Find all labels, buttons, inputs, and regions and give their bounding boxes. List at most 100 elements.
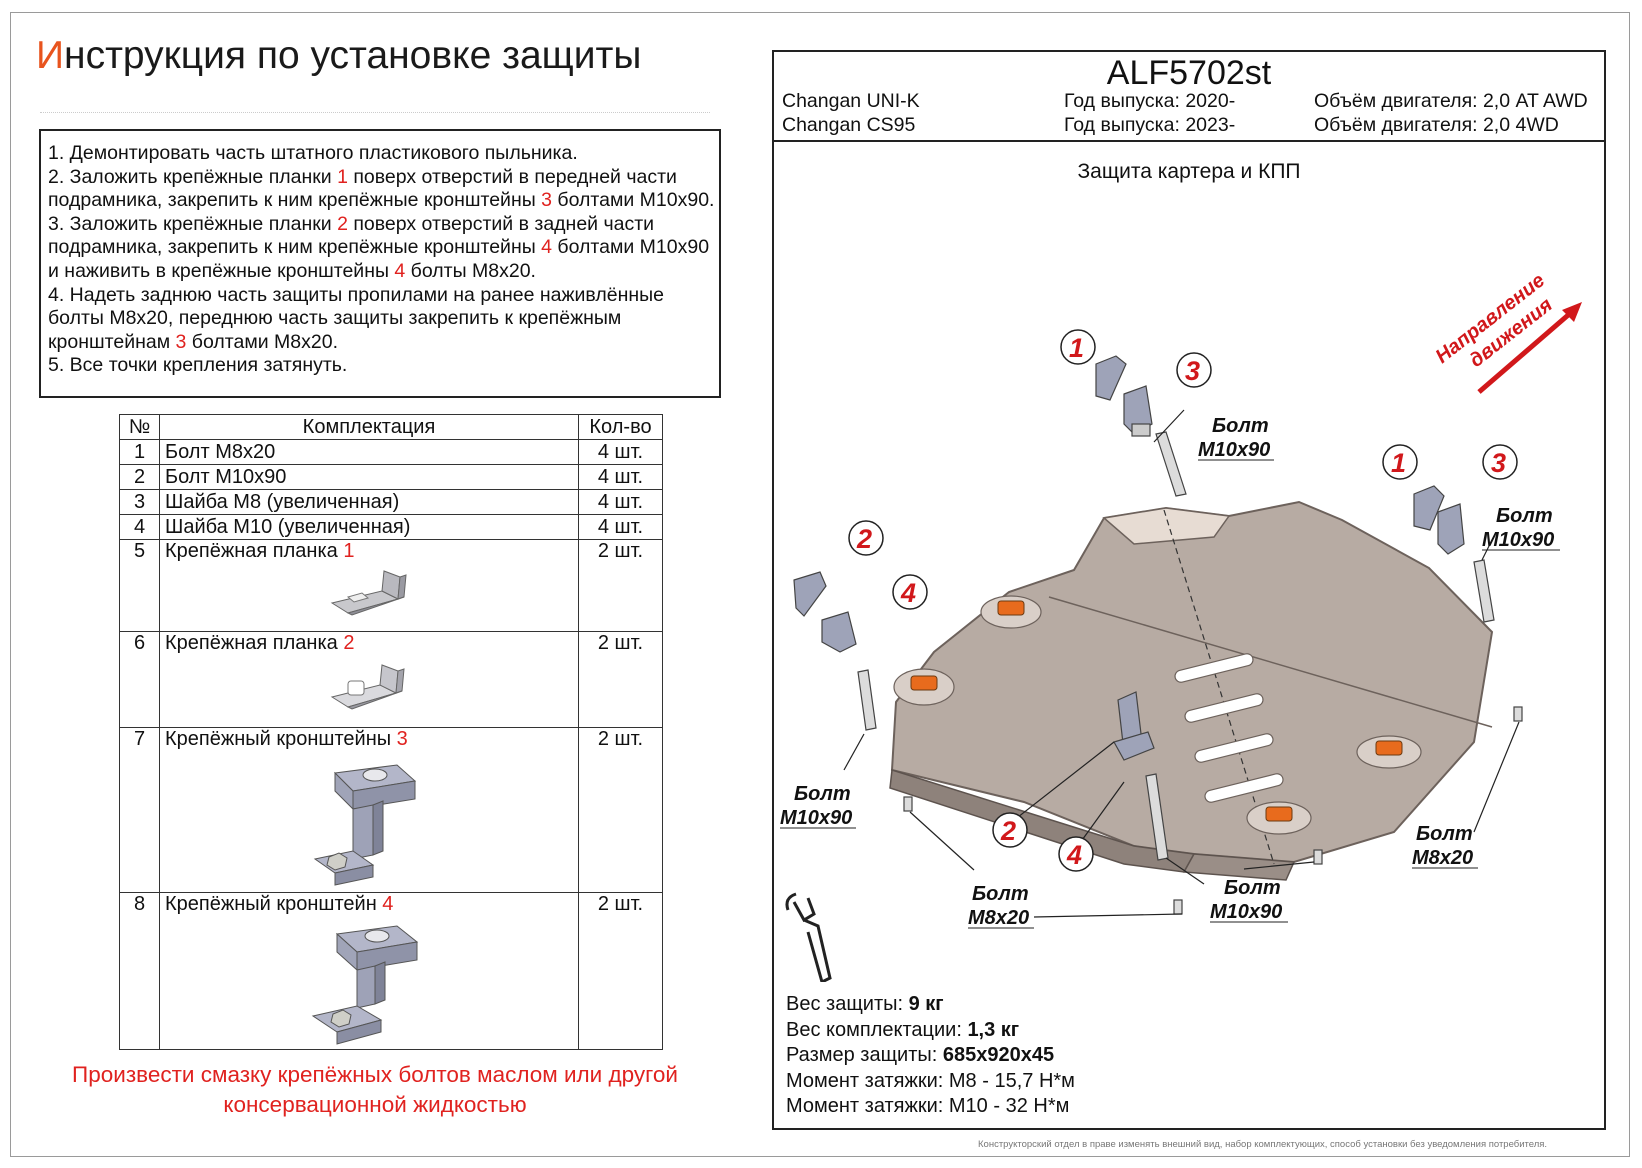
text: кронштейнам [48, 330, 176, 353]
instruction-2: 2. Заложить крепёжные планки 1 поверх от… [48, 166, 719, 190]
title-first-letter: И [36, 34, 65, 77]
callout-3-right: 3 [1482, 444, 1518, 480]
bolt-label-center: Болт М10х90 [1210, 877, 1288, 923]
bolt-word: Болт [794, 783, 851, 805]
part-callouts: 1 3 1 3 2 4 2 [848, 329, 1518, 872]
warning-line-2: консервационной жидкостью [223, 1092, 527, 1117]
bolt-label-front: Болт М10х90 [1198, 415, 1274, 461]
row-name-text: Крепёжная планка [165, 540, 344, 562]
callout-4-center: 4 [1058, 836, 1094, 872]
row-name-text: Крепёжный кронштейн [165, 893, 383, 915]
spec-weight: Вес защиты: 9 кг [786, 992, 1075, 1018]
row-num: 4 [119, 514, 160, 540]
part-ref: 2 [343, 632, 355, 654]
vehicle-model-1: Changan UNI-K [782, 90, 920, 112]
instruction-3: 3. Заложить крепёжные планки 2 поверх от… [48, 213, 719, 237]
vehicle-year-1: Год выпуска: 2020- [1064, 90, 1236, 112]
bolt-label-rear: Болт М10х90 [780, 783, 856, 829]
row-qty: 4 шт. [578, 489, 663, 515]
skid-plate [889, 500, 1494, 881]
text: подрамника, закрепить к ним крепёжные кр… [48, 236, 542, 259]
assembly-diagram: Направление движения [780, 269, 1582, 982]
instruction-1: 1. Демонтировать часть штатного пластико… [48, 142, 578, 164]
row-name-text: Крепёжная планка [165, 632, 344, 654]
table-row: 8 Крепёжный кронштейн 4 2 шт. [119, 892, 663, 1050]
leader-lines [843, 409, 1520, 918]
table-row: 3 Шайба М8 (увеличенная) 4 шт. [119, 489, 663, 515]
text: поверх отверстий в задней части [347, 212, 655, 235]
row-name: Крепёжная планка 2 [159, 631, 579, 728]
text: 3. Заложить крепёжные планки [48, 212, 338, 235]
row-name: Болт М8х20 [159, 439, 579, 465]
instruction-4-cont2: кронштейнам 3 болтами М8х20. [48, 331, 719, 355]
callout-number: 4 [900, 578, 916, 608]
text: болты М8х20. [405, 259, 536, 282]
mounting-plate-1-image [330, 570, 407, 616]
row-num: 5 [119, 539, 160, 632]
bolt-word: Болт [1496, 505, 1553, 527]
bolt-size: М10х90 [1482, 529, 1554, 551]
row-name: Крепёжная планка 1 [159, 539, 579, 632]
front-left-bracket [1095, 355, 1187, 497]
bolt-label-m8-left: Болт М8х20 [968, 883, 1034, 929]
vehicle-models: Changan UNI-K Changan CS95 [782, 90, 920, 137]
row-num: 1 [119, 439, 160, 465]
header-num: № [119, 414, 160, 440]
instruction-3-cont: подрамника, закрепить к ним крепёжные кр… [48, 236, 719, 260]
instruction-4: 4. Надеть заднюю часть защиты пропилами … [48, 283, 664, 306]
part-ref: 3 [175, 330, 187, 353]
callout-2-center: 2 [992, 812, 1028, 848]
callout-1-right: 1 [1382, 444, 1418, 480]
vehicle-engine-2: Объём двигателя: 2,0 4WD [1314, 113, 1559, 136]
row-name: Крепёжный кронштейн 4 [159, 892, 579, 1050]
text: болтами М10х90. [552, 189, 715, 212]
part-ref: 4 [541, 236, 553, 259]
part-ref: 1 [343, 540, 355, 562]
sheet-border [10, 12, 1630, 1157]
row-qty: 2 шт. [578, 892, 663, 1050]
spec-torque-m10: Момент затяжки: М10 - 32 Н*м [786, 1095, 1070, 1117]
instruction-4-cont: болты М8х20, переднюю часть защиты закре… [48, 307, 622, 330]
row-num: 2 [119, 464, 160, 490]
table-row: 4 Шайба М10 (увеличенная) 4 шт. [119, 514, 663, 540]
table-row: 2 Болт М10х90 4 шт. [119, 464, 663, 490]
table-row: 5 Крепёжная планка 1 2 шт. [119, 539, 663, 632]
instructions-box: 1. Демонтировать часть штатного пластико… [39, 129, 721, 398]
product-subtitle: Защита картера и КПП [1077, 160, 1301, 183]
part-ref: 4 [394, 259, 406, 282]
callout-1-front: 1 [1060, 329, 1096, 365]
row-name: Шайба М10 (увеличенная) [159, 514, 579, 540]
bolt-word: Болт [1212, 415, 1269, 437]
text: подрамника, закрепить к ним крепёжные кр… [48, 189, 542, 212]
spec-value: 9 кг [908, 993, 944, 1015]
row-num: 8 [119, 892, 160, 1050]
bolt-label-m8-right: Болт М8х20 [1412, 823, 1478, 869]
header-divider [774, 140, 1604, 142]
title-divider [40, 112, 710, 113]
title-rest: нструкция по установке защиты [64, 34, 642, 77]
header-name: Комплектация [159, 414, 579, 440]
spec-kit-weight: Вес комплектации: 1,3 кг [786, 1018, 1075, 1044]
callout-number: 2 [856, 524, 872, 554]
product-panel: ALF5702st Changan UNI-K Changan CS95 Год… [772, 50, 1606, 1130]
text: болтами М10х90 [552, 236, 710, 259]
front-right-bracket [1413, 485, 1495, 623]
direction-arrow: Направление движения [1432, 269, 1582, 394]
row-qty: 4 шт. [578, 439, 663, 465]
bracket-4-image [311, 925, 418, 1045]
row-name: Болт М10х90 [159, 464, 579, 490]
warning-line-1: Произвести смазку крепёжных болтов масло… [72, 1062, 678, 1087]
table-row: 7 Крепёжный кронштейны 3 2 шт. [119, 727, 663, 893]
wrench-icon [785, 892, 832, 982]
part-ref: 3 [541, 189, 553, 212]
bolt-size: М10х90 [1198, 439, 1270, 461]
parts-table: № Комплектация Кол-во 1 Болт М8х20 4 шт.… [119, 414, 663, 1050]
vehicle-engines: Объём двигателя: 2,0 AT AWD Объём двигат… [1314, 90, 1588, 137]
bolt-word: Болт [1224, 877, 1281, 899]
spec-label: Вес комплектации: [786, 1018, 968, 1041]
vehicle-model-2: Changan CS95 [782, 113, 916, 136]
bolt-size: М8х20 [1412, 847, 1473, 869]
text: болтами М8х20. [186, 330, 338, 353]
instruction-5: 5. Все точки крепления затянуть. [48, 354, 348, 377]
callout-3-front: 3 [1176, 352, 1212, 388]
